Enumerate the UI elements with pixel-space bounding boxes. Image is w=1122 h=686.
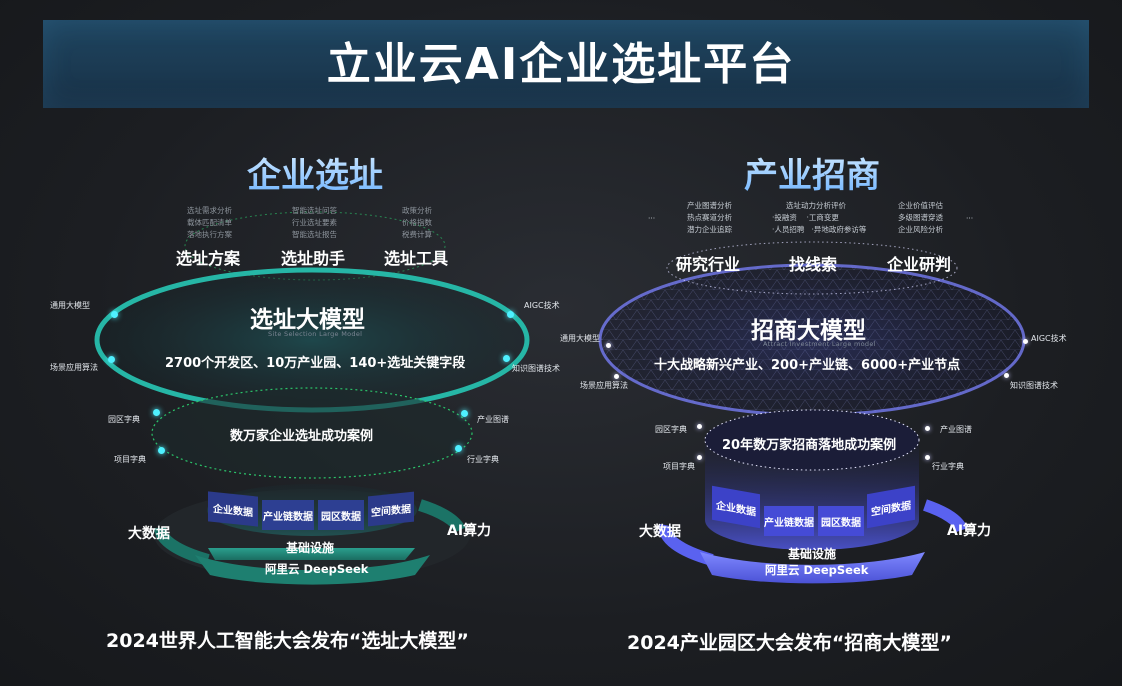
left-tag-dot [111,311,118,318]
left-group-3-items: 政策分析 价格指数 税费计算 [402,206,432,239]
left-group-1-items: 选址需求分析 载体匹配清单 落地执行方案 [187,206,232,239]
right-section-title: 产业招商 [662,148,962,197]
left-group-1-label: 选址方案 [176,249,241,268]
right-dict-dot [925,426,930,431]
right-dict-project: 项目字典 [663,462,695,471]
left-tag-dot [507,311,514,318]
left-tag-scene-algo: 场景应用算法 [50,363,98,372]
left-tag-dot [108,356,115,363]
right-dict-dot [697,455,702,460]
left-dict-industry: 行业字典 [467,455,499,464]
left-tag-general-model: 通用大模型 [50,301,90,310]
left-infrastructure: 基础设施 [286,541,335,555]
right-tag-dot [614,374,619,379]
left-data-block-enterprise: 企业数据 [208,491,258,527]
right-model-subtitle: Attract Investment Large model [763,340,876,348]
left-data-block-park: 园区数据 [318,500,364,530]
right-tag-aigc: AIGC技术 [1031,334,1067,343]
left-base-platform: 阿里云 DeepSeek [265,562,369,576]
right-tag-dot [606,343,611,348]
left-tag-dot [503,355,510,362]
right-dict-dot [697,424,702,429]
right-case-text: 20年数万家招商落地成功案例 [722,438,897,453]
title-banner [43,20,1089,108]
right-data-block-park: 园区数据 [818,506,864,536]
right-tag-dot [1004,373,1009,378]
right-dict-dot [925,455,930,460]
right-ellipsis-left: ··· [648,214,656,223]
left-case-text: 数万家企业选址成功案例 [230,429,374,444]
left-model-desc: 2700个开发区、10万产业园、140+选址关键字段 [165,356,466,371]
right-group-2-label: 找线索 [789,255,838,274]
left-dict-dot [158,447,165,454]
right-dict-industry-map: 产业图谱 [940,425,972,434]
left-dict-project: 项目字典 [114,455,146,464]
right-base-platform: 阿里云 DeepSeek [765,563,869,577]
right-data-block-chain: 产业链数据 [764,506,814,536]
left-model-title: 选址大模型 [250,307,365,333]
right-group-3-items: 企业价值评估 多级图谱穿透 企业风险分析 [898,201,943,234]
right-dict-park: 园区字典 [655,425,687,434]
left-model-subtitle: Site Selection Large Model [268,330,363,338]
left-dict-industry-map: 产业图谱 [477,415,509,424]
left-ai-power: AI算力 [447,523,492,539]
left-tag-knowledge-graph: 知识图谱技术 [512,364,560,373]
left-dict-park: 园区字典 [108,415,140,424]
left-dict-dot [455,445,462,452]
right-model-desc: 十大战略新兴产业、200+产业链、6000+产业节点 [654,358,961,373]
right-group-1-items: 产业图谱分析 热点赛道分析 潜力企业追踪 [687,201,732,234]
right-ai-power: AI算力 [947,523,992,539]
left-group-2-items: 智能选址问答 行业选址要素 智能选址报告 [292,206,337,239]
page-title: 立业云AI企业选址平台 [326,39,796,90]
right-infrastructure: 基础设施 [788,547,837,561]
left-section-title: 企业选址 [165,148,465,197]
right-tag-scene-algo: 场景应用算法 [580,381,628,390]
left-footer: 2024世界人工智能大会发布“选址大模型” [106,630,469,652]
right-model-title: 招商大模型 [751,318,866,344]
left-data-block-space: 空间数据 [368,491,414,527]
left-group-2-label: 选址助手 [281,249,346,268]
right-ellipsis-right: ··· [966,214,974,223]
left-dict-dot [461,410,468,417]
right-footer: 2024产业园区大会发布“招商大模型” [627,632,952,654]
right-group-1-label: 研究行业 [676,255,741,274]
right-big-data: 大数据 [639,524,681,540]
left-dict-dot [153,409,160,416]
right-group-3-label: 企业研判 [887,255,952,274]
left-data-block-chain: 产业链数据 [262,500,314,530]
right-dict-industry: 行业字典 [932,462,964,471]
left-tag-aigc: AIGC技术 [524,301,560,310]
right-tag-knowledge-graph: 知识图谱技术 [1010,381,1058,390]
left-big-data: 大数据 [128,526,170,542]
right-tag-dot [1023,339,1028,344]
right-tag-general-model: 通用大模型 [560,334,600,343]
right-group-2-items: 选址动力分析评价 ·投融资 ·工商变更 ·人员招聘 ·异地政府参访等 [772,201,867,234]
left-group-3-label: 选址工具 [384,249,449,268]
